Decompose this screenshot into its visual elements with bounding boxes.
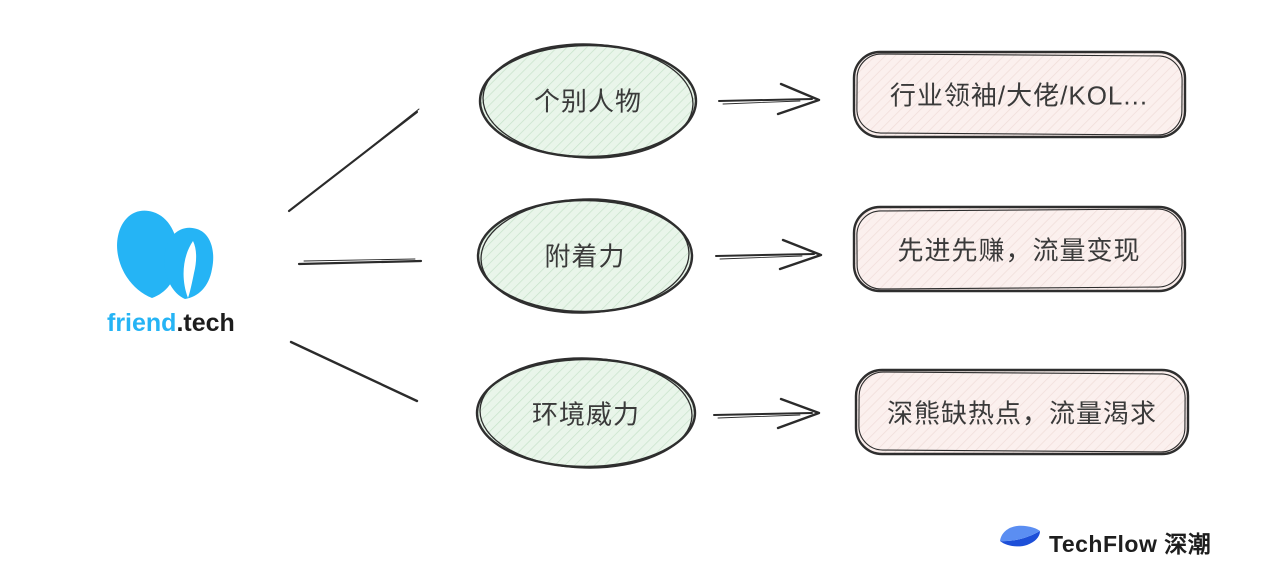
arrow-2 xyxy=(715,238,823,271)
techflow-leaf-upper xyxy=(1000,525,1040,542)
result-label-3: 深熊缺热点，流量渴求 xyxy=(886,398,1158,429)
node-ellipse-2 xyxy=(476,198,694,314)
node-label-1: 个别人物 xyxy=(533,86,643,117)
techflow-logo-mark xyxy=(1000,525,1040,547)
connector-line-middle xyxy=(297,259,423,266)
node-label-3: 环境威力 xyxy=(531,399,641,430)
techflow-brand-text: TechFlow 深潮 xyxy=(1049,531,1212,557)
node-ellipse-3 xyxy=(475,357,697,469)
node-ellipse-2-sketch xyxy=(480,198,690,314)
result-boxes xyxy=(852,50,1190,456)
arrows xyxy=(713,82,823,430)
node-ellipse-1-sketch xyxy=(482,43,694,159)
result-box-2 xyxy=(852,205,1187,293)
result-box-3 xyxy=(854,368,1190,456)
arrow-3 xyxy=(713,397,821,430)
friend-tech-wordmark-friend: friend xyxy=(107,309,177,337)
result-box-1-sketch xyxy=(856,53,1183,136)
connector-line-bottom xyxy=(289,340,419,403)
node-ellipse-3-sketch xyxy=(479,357,693,469)
node-ellipses xyxy=(475,43,698,469)
techflow-leaf-lower xyxy=(1000,531,1040,547)
result-box-3-sketch xyxy=(858,371,1186,453)
node-label-2: 附着力 xyxy=(544,241,626,272)
connector-line-middle-sketch xyxy=(303,258,416,262)
arrow-1 xyxy=(718,82,821,116)
left-ear-shape xyxy=(117,210,179,298)
friend-tech-logo-mark xyxy=(117,210,214,299)
result-box-2-sketch xyxy=(856,208,1183,290)
friend-tech-wordmark: friend.tech xyxy=(107,309,235,338)
result-label-2: 先进先赚，流量变现 xyxy=(897,235,1141,266)
connector-line-top-sketch xyxy=(351,108,420,163)
connector-lines xyxy=(287,108,423,403)
result-label-1: 行业领袖/大佬/KOL... xyxy=(889,80,1149,111)
node-ellipse-1 xyxy=(478,43,698,159)
friend-tech-wordmark-tech: .tech xyxy=(176,309,235,337)
right-ear-notch xyxy=(183,241,197,298)
result-box-1 xyxy=(852,50,1187,139)
